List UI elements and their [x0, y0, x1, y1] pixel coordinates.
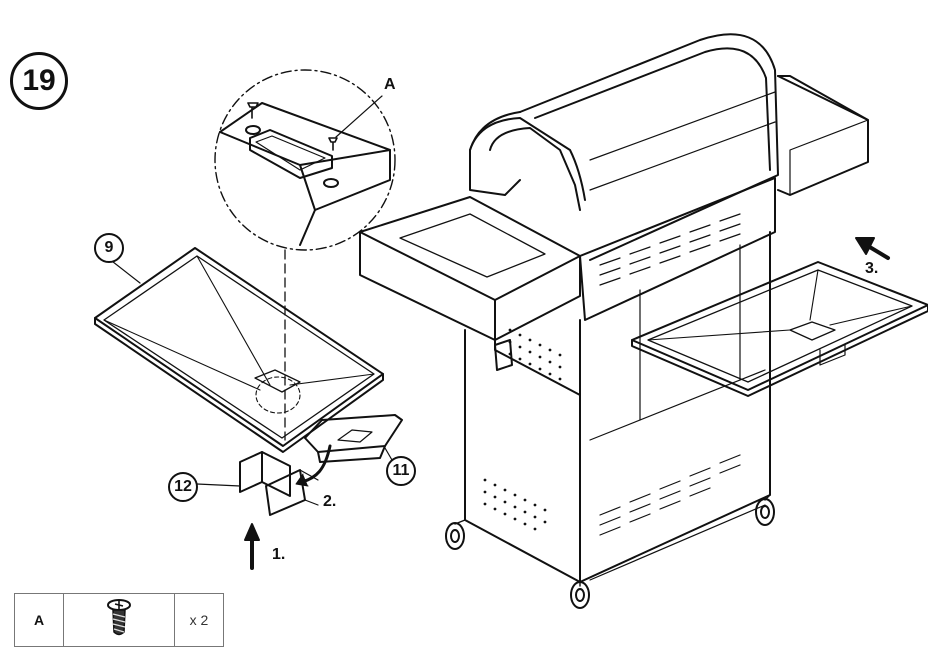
- cup-bracket: [196, 451, 319, 516]
- hardware-row: A x 2: [14, 593, 224, 647]
- detail-magnifier: [214, 69, 396, 251]
- step-number-badge: 19: [10, 52, 68, 110]
- arrow-up: [244, 523, 260, 570]
- hardware-quantity: x 2: [174, 593, 224, 647]
- hardware-picture-cell: [63, 593, 175, 647]
- part-callout-9: 9: [94, 233, 124, 263]
- grease-cup: [304, 414, 403, 463]
- grill: [359, 33, 869, 609]
- hardware-callout-label: A: [384, 76, 396, 93]
- part-callout-12: 12: [168, 472, 198, 502]
- action-label-1: 1.: [272, 546, 286, 563]
- action-label-2: 2.: [323, 493, 337, 510]
- screw-icon: [107, 598, 131, 635]
- part-callout-11: 11: [386, 456, 416, 486]
- grease-tray-installing: [631, 261, 928, 397]
- hardware-table: A x 2: [14, 593, 224, 647]
- action-label-3: 3.: [865, 260, 879, 277]
- hardware-label: A: [14, 593, 64, 647]
- arrow-slide: [855, 237, 890, 260]
- grease-tray: [94, 247, 384, 453]
